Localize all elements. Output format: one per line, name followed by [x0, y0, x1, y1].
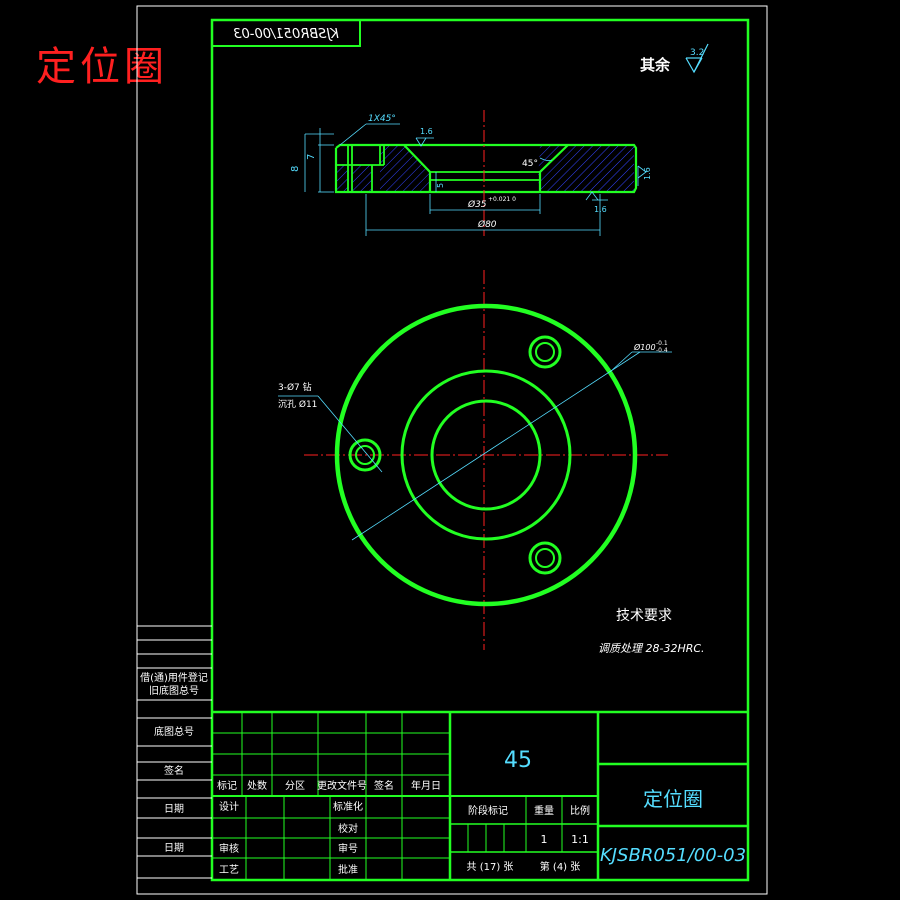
svg-text:工艺: 工艺	[219, 864, 239, 876]
section-view: 8 7 1X45° 1.6 45° 1.6 1.6 5 Ø35 +0.021 0	[290, 110, 652, 236]
hole-1	[348, 438, 382, 472]
bore-circle	[430, 399, 542, 511]
svg-text:处数: 处数	[247, 779, 267, 792]
sheet-no: 第 (4) 张	[540, 860, 581, 873]
surface-finish-label: 其余	[640, 56, 671, 74]
svg-text:审号: 审号	[338, 842, 358, 855]
drawing-number-mirrored: KJSBR051/00-03	[233, 27, 339, 42]
quantity: 1	[541, 833, 548, 846]
hole-2	[528, 335, 562, 369]
svg-text:重量: 重量	[534, 804, 554, 817]
sheets-total: 共 (17) 张	[467, 861, 514, 873]
roughness-top: 1.6	[420, 127, 433, 136]
part-name: 定位圈	[643, 787, 703, 811]
strip-row3: 底图总号	[154, 725, 194, 738]
svg-text:审核: 审核	[219, 842, 239, 855]
dim-bore-tol: +0.021 0	[488, 196, 516, 203]
tech-req-line1: 调质处理 28-32HRC.	[598, 642, 705, 655]
left-strip	[137, 625, 212, 879]
dim-outer: Ø80	[477, 219, 497, 230]
sheet-border	[136, 5, 768, 895]
dim-step-height: 7	[306, 154, 317, 160]
outer-tol-lower: -0.4	[656, 347, 668, 354]
svg-text:标记: 标记	[217, 780, 237, 792]
strip-row4: 签名	[164, 764, 184, 777]
svg-text:校对: 校对	[338, 822, 358, 835]
material: 45	[504, 748, 532, 773]
svg-text:签名: 签名	[374, 779, 394, 792]
svg-text:设计: 设计	[219, 800, 239, 813]
dim-bore-dia: Ø35	[467, 199, 487, 210]
dim-inner-step: 5	[436, 183, 445, 188]
svg-text:更改文件号: 更改文件号	[317, 779, 367, 792]
svg-text:年月日: 年月日	[411, 779, 441, 792]
svg-text:阶段标记: 阶段标记	[468, 804, 508, 817]
svg-text:分区: 分区	[285, 780, 305, 792]
svg-text:比例: 比例	[570, 804, 590, 817]
angle-note: 45°	[522, 159, 538, 169]
outer-dia: Ø100	[633, 342, 656, 352]
strip-row1: 借(通)用件登记	[140, 671, 208, 684]
surface-finish-value: 3.2	[690, 48, 704, 58]
scale: 1:1	[571, 833, 589, 846]
strip-row2: 旧底图总号	[149, 684, 199, 697]
middle-circle	[400, 369, 572, 541]
svg-text:标准化: 标准化	[333, 800, 363, 813]
outer-circle	[334, 303, 638, 607]
plan-view: Ø100 -0.1 -0.4 3-Ø7 钻 沉孔 Ø11	[278, 270, 672, 650]
strip-row6: 日期	[164, 842, 184, 854]
hole-note-line1: 3-Ø7 钻	[278, 381, 312, 393]
roughness-right: 1.6	[643, 167, 652, 180]
page-title: 定位圈	[36, 44, 168, 90]
drawing-number-box	[211, 19, 361, 47]
outer-tol-upper: -0.1	[656, 340, 668, 347]
dim-total-height: 8	[290, 166, 301, 172]
svg-text:批准: 批准	[338, 863, 358, 876]
drawing-no: KJSBR051/00-03	[600, 845, 746, 866]
title-block	[212, 710, 748, 880]
tech-req-title: 技术要求	[616, 608, 672, 624]
hole-3	[528, 541, 562, 575]
strip-row5: 日期	[164, 803, 184, 815]
title-block-labels: 标记 处数 分区 更改文件号 签名 年月日 设计 标准化 校对 审核 审号 工艺…	[217, 779, 590, 876]
chamfer-note: 1X45°	[368, 114, 396, 124]
hole-note-line2: 沉孔 Ø11	[278, 399, 317, 410]
drawing-frame	[210, 18, 750, 882]
